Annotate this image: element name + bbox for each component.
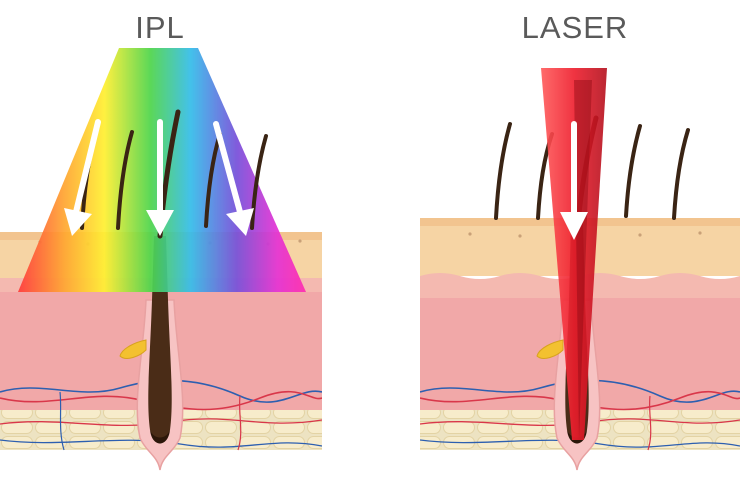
laser-skin-pores [468,231,702,238]
laser-arrow-icon [560,121,588,240]
ipl-arrows [64,119,254,236]
laser-beam-core [574,80,592,440]
ipl-hair-bulb [150,430,170,444]
ipl-arrow-left-icon [64,119,101,236]
laser-sebaceous-gland [536,339,564,359]
laser-hair-bulb [567,430,587,444]
ipl-arrow-right-icon [213,121,254,236]
ipl-sebaceous-gland [119,339,147,359]
laser-beam [541,68,607,440]
ipl-title: IPL [135,10,185,45]
laser-title: LASER [521,10,629,45]
ipl-arrow-center-icon [146,119,174,236]
